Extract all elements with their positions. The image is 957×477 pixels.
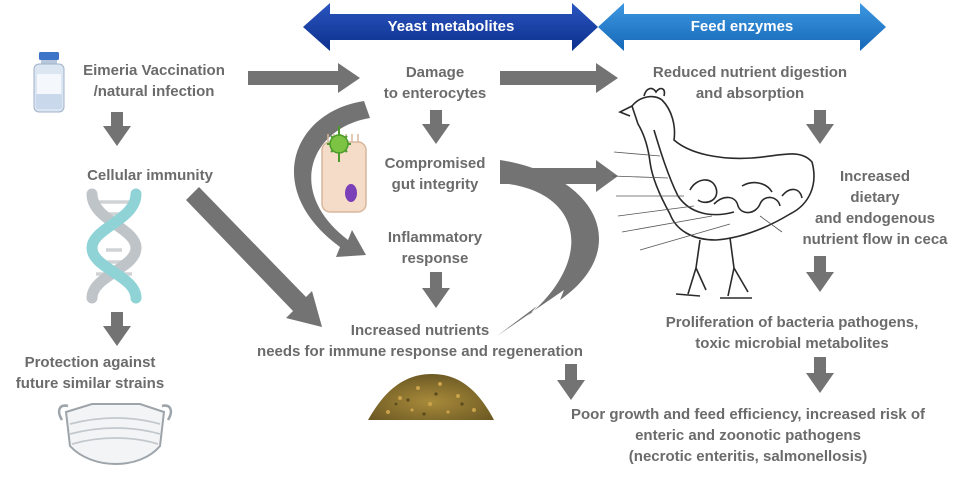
- face-mask-icon: [57, 403, 173, 465]
- curved-arrow-damage-to-inflammatory: [293, 101, 370, 257]
- dna-helix-icon: [86, 188, 142, 304]
- node-protection: Protection against future similar strain…: [0, 352, 180, 394]
- node-increased-dietary-line2: dietary: [850, 189, 900, 206]
- node-protection-line1: Protection against: [24, 354, 156, 371]
- node-proliferation-line1: Proliferation of bacteria pathogens,: [665, 314, 919, 331]
- node-protection-line2: future similar strains: [15, 375, 165, 392]
- node-compromised-line2: gut integrity: [391, 176, 479, 193]
- node-eimeria-line2: /natural infection: [93, 83, 215, 100]
- node-proliferation-line2: toxic microbial metabolites: [695, 335, 889, 352]
- node-poor-growth-line2: enteric and zoonotic pathogens: [635, 427, 861, 444]
- node-increased-dietary-line3: and endogenous: [815, 210, 935, 227]
- node-cellular-immunity: Cellular immunity: [87, 167, 213, 184]
- node-compromised-line1: Compromised: [384, 155, 486, 172]
- node-increased-nutrients: Increased nutrients needs for immune res…: [230, 320, 610, 362]
- node-damage: Damage to enterocytes: [360, 62, 510, 104]
- node-poor-growth-line1: Poor growth and feed efficiency, increas…: [571, 406, 925, 423]
- arrow-increased-nutrients-down: [557, 364, 585, 400]
- node-damage-line2: to enterocytes: [383, 85, 487, 102]
- node-poor-growth-line3: (necrotic enteritis, salmonellosis): [628, 448, 868, 465]
- arrow-proliferation-down: [806, 357, 834, 393]
- node-increased-dietary: Increased dietary and endogenous nutrien…: [790, 166, 957, 250]
- enterocyte-virus-icon: [321, 126, 367, 213]
- feed-grain-pile-icon: [368, 374, 494, 420]
- node-increased-dietary-line1: Increased: [839, 168, 911, 185]
- feed-banner-arrow: [598, 3, 886, 51]
- arrow-cellular-to-nutrients: [186, 187, 322, 327]
- node-damage-line1: Damage: [405, 64, 465, 81]
- yeast-banner-label: Yeast metabolites: [387, 18, 515, 35]
- yeast-banner-arrow: [303, 3, 598, 51]
- arrow-eimeria-down: [103, 112, 131, 146]
- node-compromised: Compromised gut integrity: [370, 153, 500, 195]
- arrow-damage-down: [422, 110, 450, 144]
- feed-banner-label: Feed enzymes: [690, 18, 794, 35]
- node-increased-dietary-line4: nutrient flow in ceca: [802, 231, 948, 248]
- node-increased-nutrients-line1: Increased nutrients: [350, 322, 490, 339]
- node-poor-growth: Poor growth and feed efficiency, increas…: [548, 404, 948, 467]
- vaccine-vial-icon: [33, 52, 65, 113]
- node-reduced-digestion: Reduced nutrient digestion and absorptio…: [630, 62, 870, 104]
- arrow-damage-to-reduced: [500, 63, 618, 93]
- node-increased-nutrients-line2: needs for immune response and regenerati…: [257, 343, 583, 360]
- node-reduced-line2: and absorption: [695, 85, 805, 102]
- node-eimeria: Eimeria Vaccination /natural infection: [64, 60, 244, 102]
- curved-arrow-compromised-to-nutrients: [497, 160, 600, 336]
- arrow-inflammatory-down: [422, 272, 450, 308]
- node-inflammatory-line2: response: [401, 250, 469, 267]
- arrow-cellular-down: [103, 312, 131, 346]
- node-proliferation: Proliferation of bacteria pathogens, tox…: [632, 312, 952, 354]
- node-reduced-line1: Reduced nutrient digestion: [652, 64, 848, 81]
- node-eimeria-line1: Eimeria Vaccination: [83, 62, 225, 79]
- node-inflammatory: Inflammatory response: [370, 227, 500, 269]
- node-inflammatory-line1: Inflammatory: [387, 229, 483, 246]
- arrow-eimeria-to-damage: [248, 63, 360, 93]
- arrow-ceca-down: [806, 256, 834, 292]
- arrow-reduced-down: [806, 110, 834, 144]
- chicken-anatomy-icon: [611, 87, 815, 299]
